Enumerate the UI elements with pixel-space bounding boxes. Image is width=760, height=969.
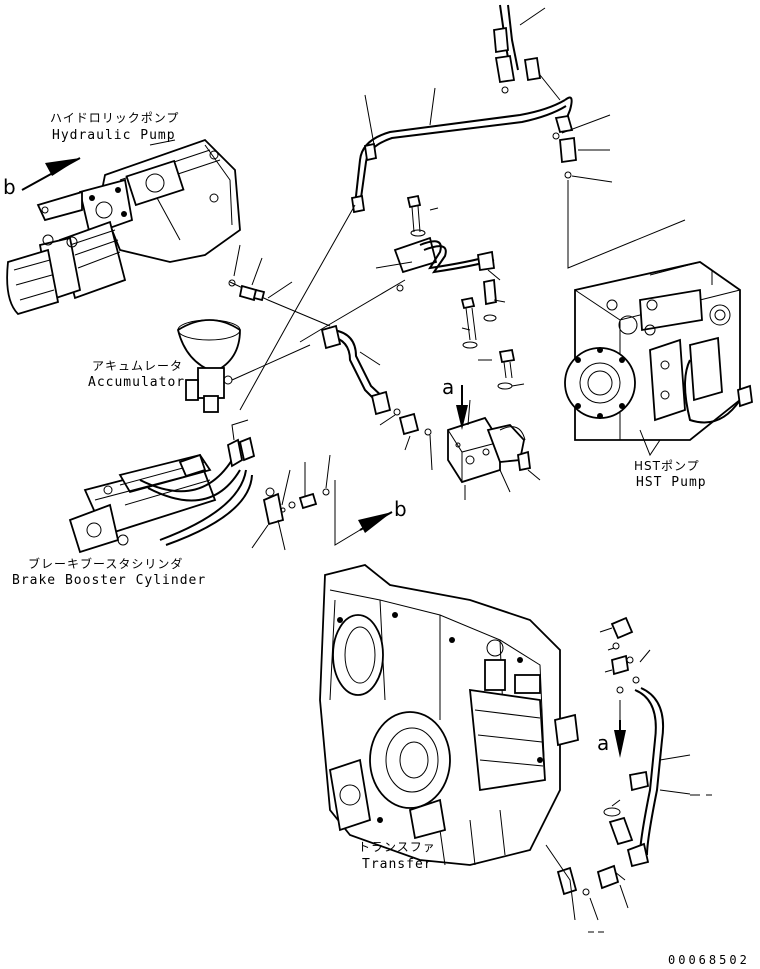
hydraulic-pump-label-en: Hydraulic Pump xyxy=(52,128,176,143)
view-marker-a-lower: a xyxy=(597,731,611,755)
hst-pump-label-en: HST Pump xyxy=(636,475,707,490)
accumulator-label-en: Accumulator xyxy=(88,375,186,390)
accumulator-drawing xyxy=(176,319,311,413)
mounting-hardware xyxy=(299,194,525,390)
view-marker-b-lower: b xyxy=(394,497,408,521)
accumulator-label-jp: アキュムレータ xyxy=(92,359,184,373)
view-arrow-a-lower xyxy=(614,700,626,758)
middle-hose xyxy=(320,324,433,471)
view-marker-a-upper: a xyxy=(442,375,456,399)
top-hose-assembly xyxy=(493,4,561,101)
hst-pump-label-jp: HSTポンプ xyxy=(634,459,700,473)
right-fittings xyxy=(552,114,686,269)
part-number: 00068502 xyxy=(668,953,750,967)
transfer-label-jp: トランスファ xyxy=(358,840,436,854)
view-arrow-b-lower xyxy=(334,480,393,546)
transfer-drawing xyxy=(319,564,579,866)
view-arrow-a-upper xyxy=(456,385,468,430)
hydraulic-pump-drawing xyxy=(6,138,241,316)
brake-booster-label-jp: ブレーキブースタシリンダ xyxy=(28,557,184,571)
transfer-fittings xyxy=(545,616,691,921)
pump-fitting-set xyxy=(228,244,293,302)
valve-block xyxy=(447,399,541,500)
hydraulic-pump-label-jp: ハイドロリックポンプ xyxy=(50,111,180,125)
transfer-label-en: Transfer xyxy=(362,857,433,872)
brake-booster-cylinder-drawing xyxy=(68,419,331,554)
hst-pump-drawing xyxy=(564,261,753,457)
view-marker-b-upper: b xyxy=(3,175,17,199)
upper-pipe-route xyxy=(239,87,574,411)
view-arrow-b-upper xyxy=(21,157,81,191)
brake-booster-label-en: Brake Booster Cylinder xyxy=(12,573,207,588)
